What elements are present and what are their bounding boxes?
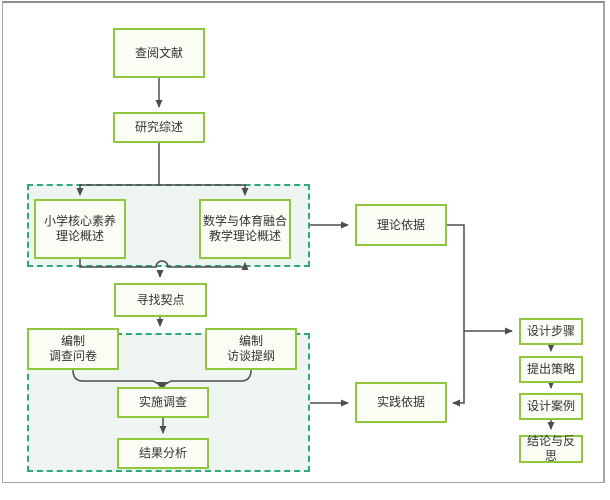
node-review-literature: 查阅文献 xyxy=(113,28,205,78)
node-compile-questionnaire: 编制 调查问卷 xyxy=(27,328,119,370)
node-conduct-survey: 实施调查 xyxy=(117,387,209,418)
node-practical-basis: 实践依据 xyxy=(355,382,447,423)
connector-theoretical-to-practical-basis xyxy=(447,224,465,407)
node-propose-strategies: 提出策略 xyxy=(519,356,583,383)
node-math-pe-integration-theory: 数学与体育融合 教学理论概述 xyxy=(199,199,291,259)
node-conclusion-reflection: 结论与反思 xyxy=(519,434,583,463)
node-core-literacy-theory: 小学核心素养 理论概述 xyxy=(34,199,126,259)
node-find-fit-point: 寻找契点 xyxy=(114,283,207,317)
connector-brace-arrowhead xyxy=(156,382,168,390)
node-design-steps: 设计步骤 xyxy=(519,318,583,345)
connector-brace-left xyxy=(72,369,163,387)
connector-core-literacy-to-math-pe xyxy=(79,259,249,270)
connector-review-to-math-pe xyxy=(159,184,249,196)
node-theoretical-basis: 理论依据 xyxy=(355,204,447,246)
node-design-cases: 设计案例 xyxy=(519,393,583,420)
connector-review-to-core-literacy xyxy=(76,184,159,196)
node-research-review: 研究综述 xyxy=(113,112,205,143)
connector-brace-right xyxy=(161,369,252,387)
node-compile-interview-outline: 编制 访谈提纲 xyxy=(205,328,297,370)
node-result-analysis: 结果分析 xyxy=(117,438,209,469)
